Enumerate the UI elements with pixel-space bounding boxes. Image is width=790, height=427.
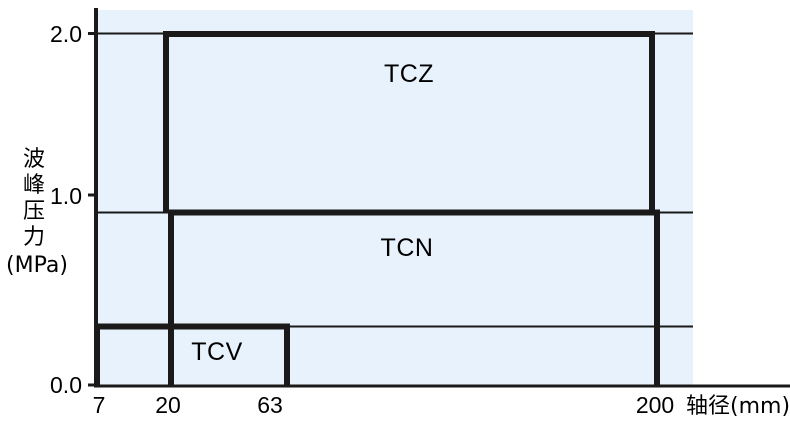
x-tick-label-63: 63 xyxy=(257,392,283,418)
x-axis-title: 轴径(mm) xyxy=(686,394,790,419)
region-outline-tcz xyxy=(163,31,655,212)
x-tick-label-200: 200 xyxy=(636,392,674,418)
y-axis-title-char-1: 峰 xyxy=(23,173,45,198)
region-label-tcz: TCZ xyxy=(384,60,434,88)
y-axis-title-char-2: 压 xyxy=(23,199,45,224)
region-fill-tcz xyxy=(166,34,652,212)
y-axis-title-char-3: 力 xyxy=(23,225,45,250)
y-tick-label-0: 0.0 xyxy=(50,372,82,398)
y-axis-title-char-0: 波 xyxy=(23,147,45,172)
y-tick-label-1: 1.0 xyxy=(50,183,82,209)
region-label-tcv: TCV xyxy=(191,338,243,366)
region-fill-tcv xyxy=(97,326,287,385)
y-axis-title-unit: (MPa) xyxy=(6,253,68,278)
region-label-tcn: TCN xyxy=(381,234,434,262)
x-tick-label-20: 20 xyxy=(155,392,181,418)
region-outline-tcn xyxy=(168,209,660,385)
y-tick-label-2: 2.0 xyxy=(50,21,82,47)
x-tick-label-7: 7 xyxy=(93,392,106,418)
